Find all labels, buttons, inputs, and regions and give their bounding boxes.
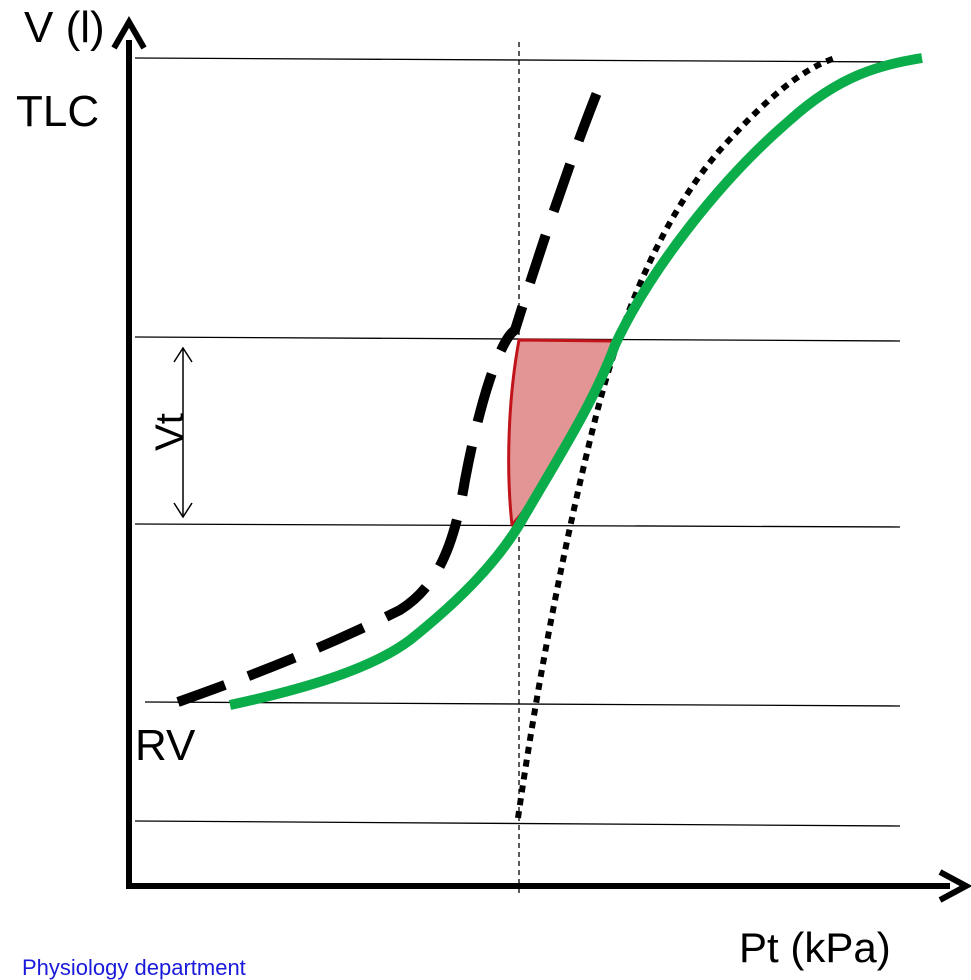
- y-axis-arrow-icon: [111, 15, 147, 50]
- vt-label: Vt: [148, 413, 192, 451]
- reference-line-bottom: [134, 820, 901, 827]
- reference-line-upper-vt: [134, 336, 901, 342]
- x-axis-arrow-icon: [938, 869, 971, 903]
- vt-double-arrow-icon: [173, 346, 193, 519]
- axes: [126, 40, 950, 889]
- green-curve: [228, 53, 923, 710]
- footer-department-label: Physiology department: [22, 955, 246, 980]
- dashed-curve: [176, 83, 605, 707]
- reference-line-rv: [144, 701, 901, 707]
- reference-line-tlc: [134, 57, 901, 63]
- hysteresis-area: [507, 338, 616, 527]
- dotted-curve: [515, 55, 836, 819]
- rv-label: RV: [135, 721, 196, 770]
- x-axis-label: Pt (kPa): [739, 924, 891, 971]
- tlc-label: TLC: [16, 87, 99, 136]
- y-axis-label: V (l): [24, 3, 105, 52]
